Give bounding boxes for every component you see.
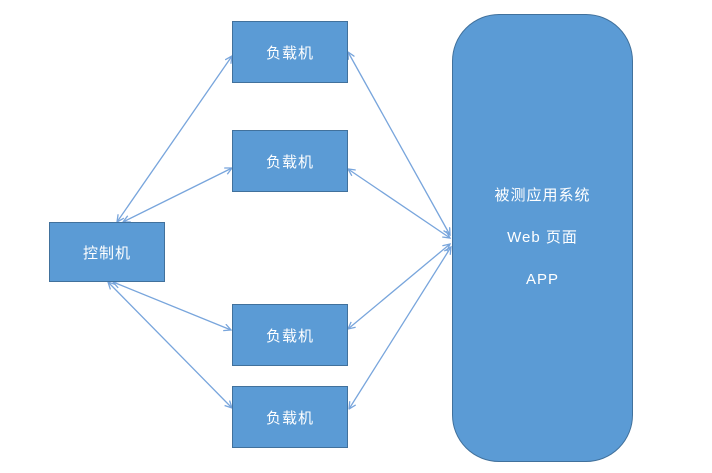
load-machine-node-2: 负载机 <box>232 130 348 192</box>
load-machine-node-4: 负载机 <box>232 386 348 448</box>
edge-load-machine-2-system <box>348 169 450 238</box>
controller-label: 控制机 <box>82 244 131 262</box>
edge-controller-load-machine-2 <box>123 168 232 222</box>
controller-node: 控制机 <box>49 222 165 282</box>
load-machine-label: 负载机 <box>265 409 314 427</box>
edge-controller-load-machine-1 <box>117 56 232 222</box>
system-node: 被测应用系统 Web 页面 APP <box>452 14 633 462</box>
load-machine-node-3: 负载机 <box>232 304 348 366</box>
system-subtitle-web: Web 页面 <box>507 229 578 246</box>
load-machine-label: 负载机 <box>265 44 314 62</box>
edge-load-machine-3-system <box>348 244 450 329</box>
system-subtitle-app: APP <box>525 271 559 288</box>
edge-load-machine-1-system <box>348 52 450 235</box>
load-machine-label: 负载机 <box>265 153 314 171</box>
load-machine-node-1: 负载机 <box>232 21 348 83</box>
load-machine-label: 负载机 <box>265 327 314 345</box>
edge-controller-load-machine-4 <box>108 282 232 408</box>
system-title: 被测应用系统 <box>494 187 591 204</box>
edge-controller-load-machine-3 <box>113 282 231 330</box>
edge-load-machine-4-system <box>349 247 451 409</box>
